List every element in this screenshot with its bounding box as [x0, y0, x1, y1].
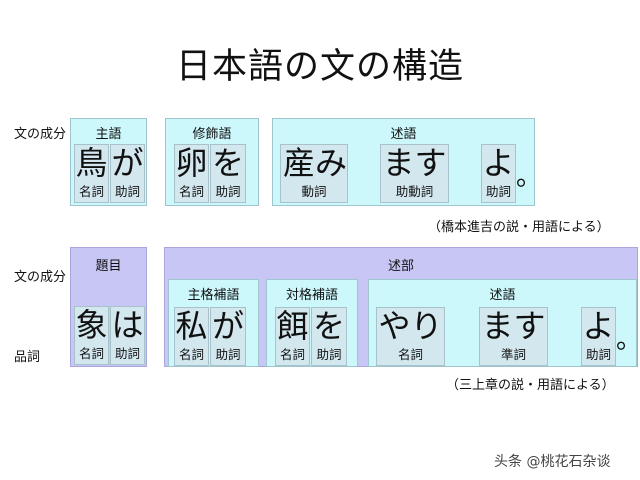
period-mark: 。 [516, 162, 543, 192]
accusative-complement-box: 対格補語 餌 名詞 を 助詞 [266, 279, 358, 367]
nominative-complement-box: 主格補語 私 名詞 が 助詞 [168, 279, 259, 367]
pos-label: 助詞 [114, 346, 140, 361]
word-text: を [312, 307, 345, 345]
source-note-hashimoto: （橋本進吉の説・用語による） [428, 220, 610, 235]
word-cell: 卵 名詞 [174, 144, 209, 203]
topic-box: 題目 象 名詞 は 助詞 [70, 247, 147, 367]
pos-label: 助詞 [485, 184, 511, 199]
page-title: 日本語の文の構造 [175, 47, 464, 87]
word-text: 卵 [175, 144, 208, 182]
word-text: やり [378, 307, 443, 345]
word-text: が [111, 144, 144, 182]
predicate-label: 述語 [489, 288, 516, 303]
word-cell: 餌 名詞 [275, 307, 310, 366]
word-cell: ます 助動詞 [380, 144, 449, 203]
word-cell: 象 名詞 [74, 306, 109, 365]
row-label-components: 文の成分 [14, 127, 67, 142]
pos-label: 名詞 [279, 347, 305, 362]
watermark: 头条 @桃花石杂谈 [494, 454, 611, 470]
word-text: が [211, 307, 244, 345]
pos-label: 名詞 [78, 184, 104, 199]
word-text: 餌 [276, 307, 309, 345]
word-text: よ [582, 307, 615, 345]
pos-label: 名詞 [78, 346, 104, 361]
word-text: ます [481, 307, 546, 345]
word-cell: が 助詞 [110, 144, 145, 203]
word-cell: ます 準詞 [479, 307, 548, 366]
pos-label: 助詞 [114, 184, 140, 199]
pos-label: 助動詞 [395, 184, 434, 199]
word-cell: が 助詞 [210, 307, 246, 366]
word-text: よ [482, 144, 515, 182]
pos-label: 助詞 [316, 347, 342, 362]
word-text: ます [382, 144, 447, 182]
word-cell: よ 助詞 [481, 144, 516, 203]
pos-label: 助詞 [585, 347, 611, 362]
modifier-label: 修飾語 [192, 127, 232, 142]
word-text: 産み [283, 144, 348, 182]
pos-label: 名詞 [178, 347, 204, 362]
pos-label: 助詞 [215, 184, 241, 199]
word-text: は [111, 306, 144, 344]
word-cell: 産み 動詞 [280, 144, 348, 203]
pos-label: 名詞 [397, 347, 423, 362]
word-cell: 私 名詞 [174, 307, 209, 366]
word-cell: やり 名詞 [376, 307, 445, 366]
word-cell: を 助詞 [311, 307, 347, 366]
accusative-complement-label: 対格補語 [285, 288, 338, 303]
word-cell: は 助詞 [110, 306, 145, 365]
predicate-box: 述語 産み 動詞 ます 助動詞 よ 助詞 。 [272, 118, 542, 206]
word-cell: 鳥 名詞 [74, 144, 109, 203]
modifier-box: 修飾語 卵 名詞 を 助詞 [165, 118, 259, 206]
predicate-box: 述語 やり 名詞 ます 準詞 よ 助詞 。 [368, 279, 640, 367]
topic-label: 題目 [95, 259, 122, 274]
predicate-label: 述語 [390, 127, 417, 142]
word-cell: よ 助詞 [581, 307, 616, 366]
word-text: 象 [75, 306, 108, 344]
pos-label: 名詞 [178, 184, 204, 199]
pos-label: 準詞 [500, 347, 526, 362]
period-mark: 。 [616, 325, 640, 355]
source-note-mikami: （三上章の説・用語による） [446, 378, 615, 393]
pos-label: 助詞 [215, 347, 241, 362]
row-label-components: 文の成分 [14, 270, 67, 285]
subject-label: 主語 [95, 127, 122, 142]
word-cell: を 助詞 [210, 144, 246, 203]
word-text: を [211, 144, 244, 182]
word-text: 私 [175, 307, 208, 345]
pos-label: 動詞 [301, 184, 327, 199]
subject-box: 主語 鳥 名詞 が 助詞 [70, 118, 147, 206]
predicate-part-box: 述部 主格補語 私 名詞 が 助詞 対格補語 餌 名詞 を 助詞 [164, 247, 640, 367]
nominative-complement-label: 主格補語 [187, 288, 240, 303]
row-label-pos: 品詞 [14, 350, 41, 365]
word-text: 鳥 [75, 144, 108, 182]
predicate-part-label: 述部 [387, 259, 414, 274]
